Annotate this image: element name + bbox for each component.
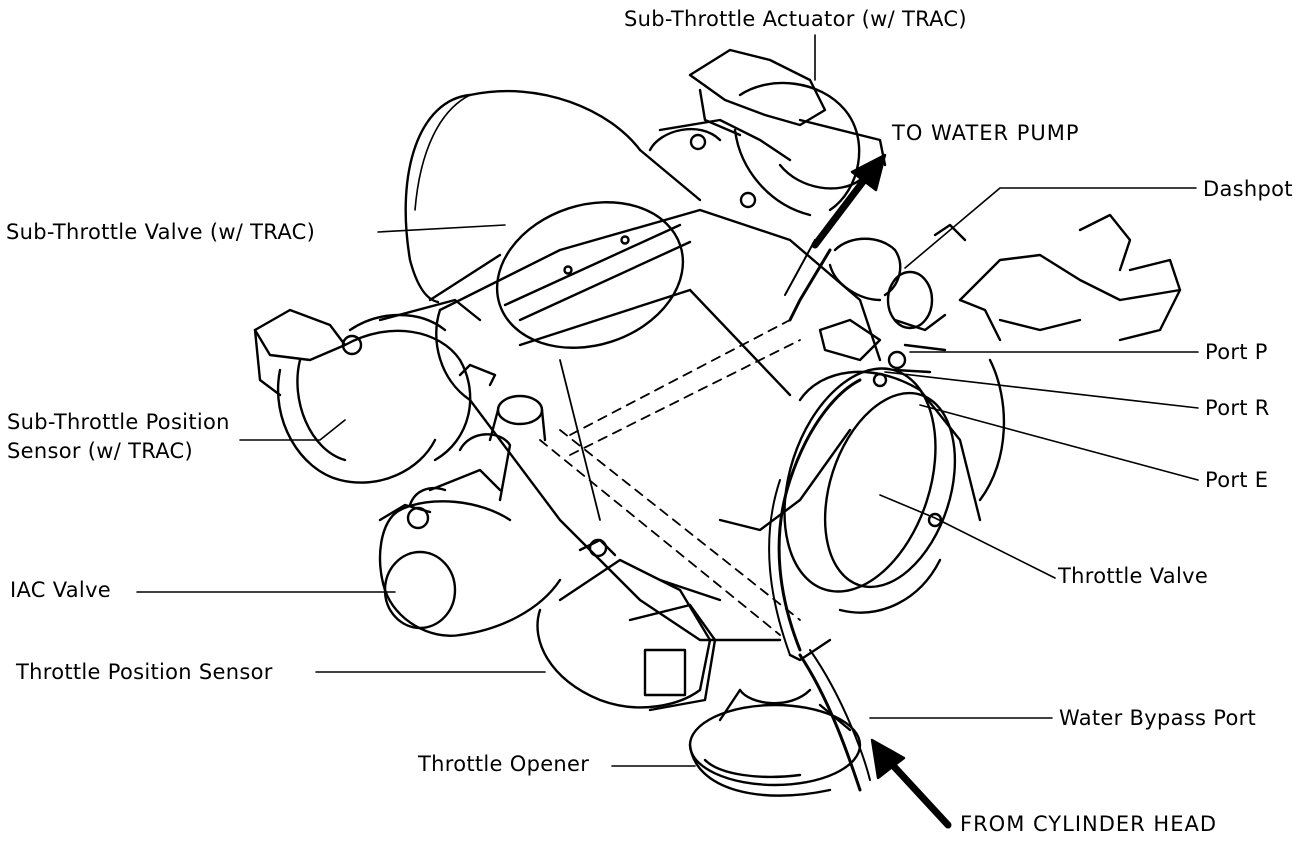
sub-throttle-actuator <box>648 48 887 217</box>
label-sub-throttle-valve: Sub-Throttle Valve (w/ TRAC) <box>6 220 316 244</box>
label-port-e: Port E <box>1205 468 1269 492</box>
throttle-body-housing <box>435 208 882 642</box>
label-port-p: Port P <box>1205 340 1268 364</box>
label-throttle-valve: Throttle Valve <box>1058 564 1209 588</box>
iac-valve <box>378 394 562 637</box>
label-throttle-position-sensor: Throttle Position Sensor <box>16 660 273 684</box>
leader-lines <box>136 34 1199 767</box>
dashpot-and-ports <box>818 223 1002 388</box>
hidden-passages <box>539 319 801 636</box>
label-from-cylinder-head: FROM CYLINDER HEAD <box>960 812 1218 836</box>
intake-duct <box>404 89 702 304</box>
label-iac-valve: IAC Valve <box>10 578 112 602</box>
label-sub-throttle-position-sensor-1: Sub-Throttle Position <box>7 410 230 434</box>
label-throttle-opener: Throttle Opener <box>418 752 590 776</box>
label-water-bypass-port: Water Bypass Port <box>1059 706 1257 730</box>
label-dashpot: Dashpot <box>1203 177 1293 201</box>
label-port-r: Port R <box>1205 396 1270 420</box>
to-water-pump-arrow <box>811 153 887 249</box>
sub-throttle-position-sensor <box>253 298 497 484</box>
throttle-opener <box>688 688 862 797</box>
from-cylinder-head-arrow <box>870 738 952 829</box>
throttle-valve-assembly <box>783 213 1182 614</box>
throttle-position-sensor <box>536 538 717 712</box>
label-sub-throttle-position-sensor-2: Sensor (w/ TRAC) <box>7 439 193 463</box>
label-to-water-pump: TO WATER PUMP <box>892 121 1080 145</box>
label-sub-throttle-actuator: Sub-Throttle Actuator (w/ TRAC) <box>624 7 967 31</box>
water-bypass-hoses <box>768 239 871 792</box>
sub-throttle-valve-disc <box>495 201 692 349</box>
